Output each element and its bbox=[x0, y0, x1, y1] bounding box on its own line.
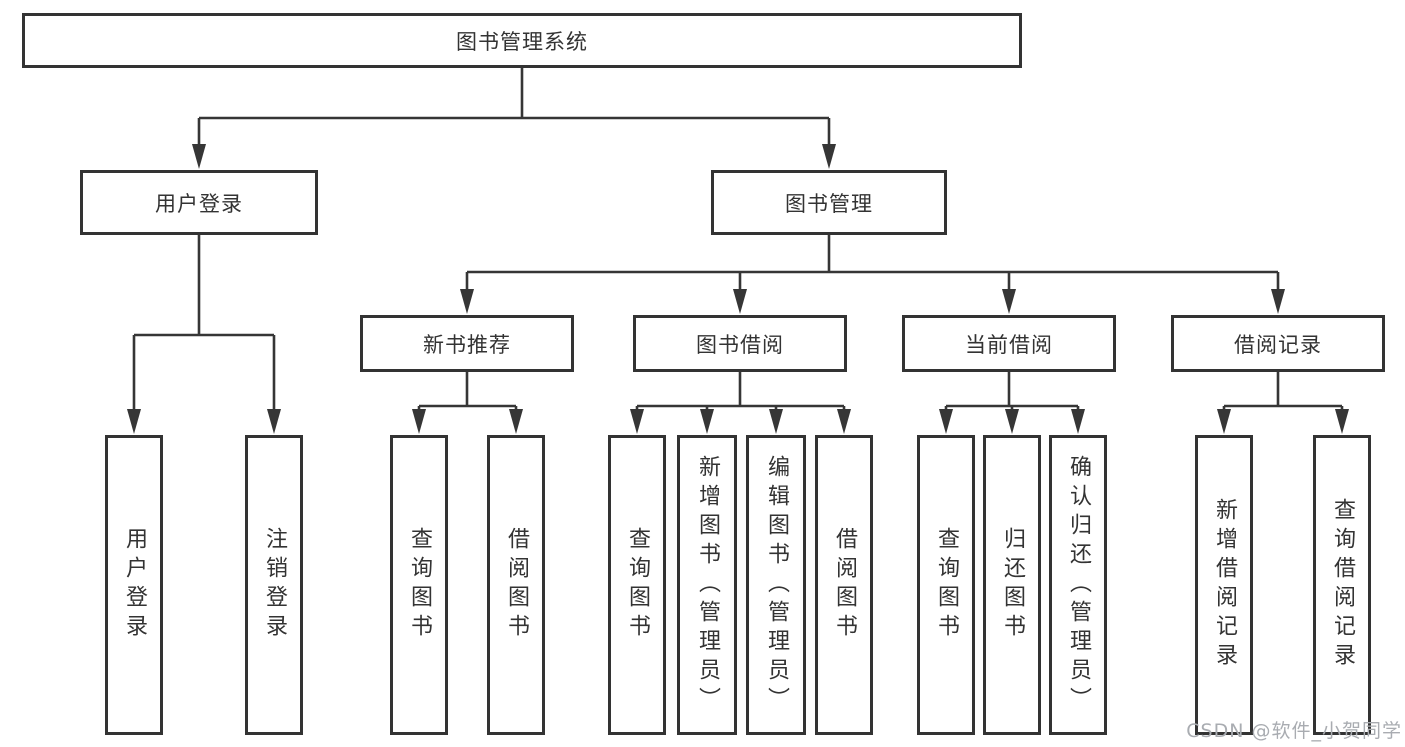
node-borrow-records: 借阅记录 bbox=[1171, 315, 1385, 372]
leaf-add-book-admin: 新增图书（管理员） bbox=[677, 435, 737, 735]
node-root-label: 图书管理系统 bbox=[456, 29, 588, 54]
leaf-return-book: 归还图书 bbox=[983, 435, 1041, 735]
node-root-system: 图书管理系统 bbox=[22, 13, 1022, 68]
leaf-query-book-current-label: 查询图书 bbox=[934, 527, 959, 643]
node-book-borrow: 图书借阅 bbox=[633, 315, 847, 372]
leaf-add-borrow-record-label: 新增借阅记录 bbox=[1212, 498, 1237, 672]
node-user-login-branch: 用户登录 bbox=[80, 170, 318, 235]
leaf-user-login: 用户登录 bbox=[105, 435, 163, 735]
leaf-query-book-borrow-label: 查询图书 bbox=[625, 527, 650, 643]
leaf-confirm-return-admin-label: 确认归还（管理员） bbox=[1066, 454, 1091, 716]
node-book-management-branch-label: 图书管理 bbox=[785, 191, 873, 216]
leaf-logout: 注销登录 bbox=[245, 435, 303, 735]
node-current-borrow: 当前借阅 bbox=[902, 315, 1116, 372]
node-book-management-branch: 图书管理 bbox=[711, 170, 947, 235]
leaf-logout-label: 注销登录 bbox=[262, 527, 287, 643]
leaf-edit-book-admin-label: 编辑图书（管理员） bbox=[764, 454, 789, 716]
leaf-query-book-recommend-label: 查询图书 bbox=[407, 527, 432, 643]
leaf-borrow-book-label: 借阅图书 bbox=[832, 527, 857, 643]
leaf-user-login-label: 用户登录 bbox=[122, 527, 147, 643]
leaf-query-book-recommend: 查询图书 bbox=[390, 435, 448, 735]
node-new-book-recommend-label: 新书推荐 bbox=[423, 332, 511, 357]
leaf-borrow-book: 借阅图书 bbox=[815, 435, 873, 735]
leaf-query-borrow-record: 查询借阅记录 bbox=[1313, 435, 1371, 735]
leaf-query-book-borrow: 查询图书 bbox=[608, 435, 666, 735]
node-new-book-recommend: 新书推荐 bbox=[360, 315, 574, 372]
arrowheads bbox=[127, 144, 1349, 434]
csdn-watermark: CSDN @软件_小贺同学 bbox=[1186, 720, 1402, 742]
leaf-query-borrow-record-label: 查询借阅记录 bbox=[1330, 498, 1355, 672]
leaf-add-book-admin-label: 新增图书（管理员） bbox=[695, 454, 720, 716]
node-user-login-branch-label: 用户登录 bbox=[155, 191, 243, 216]
leaf-borrow-book-recommend-label: 借阅图书 bbox=[504, 527, 529, 643]
leaf-add-borrow-record: 新增借阅记录 bbox=[1195, 435, 1253, 735]
leaf-confirm-return-admin: 确认归还（管理员） bbox=[1049, 435, 1107, 735]
leaf-return-book-label: 归还图书 bbox=[1000, 527, 1025, 643]
node-borrow-records-label: 借阅记录 bbox=[1234, 332, 1322, 357]
leaf-query-book-current: 查询图书 bbox=[917, 435, 975, 735]
leaf-borrow-book-recommend: 借阅图书 bbox=[487, 435, 545, 735]
node-current-borrow-label: 当前借阅 bbox=[965, 332, 1053, 357]
leaf-edit-book-admin: 编辑图书（管理员） bbox=[746, 435, 806, 735]
node-book-borrow-label: 图书借阅 bbox=[696, 332, 784, 357]
